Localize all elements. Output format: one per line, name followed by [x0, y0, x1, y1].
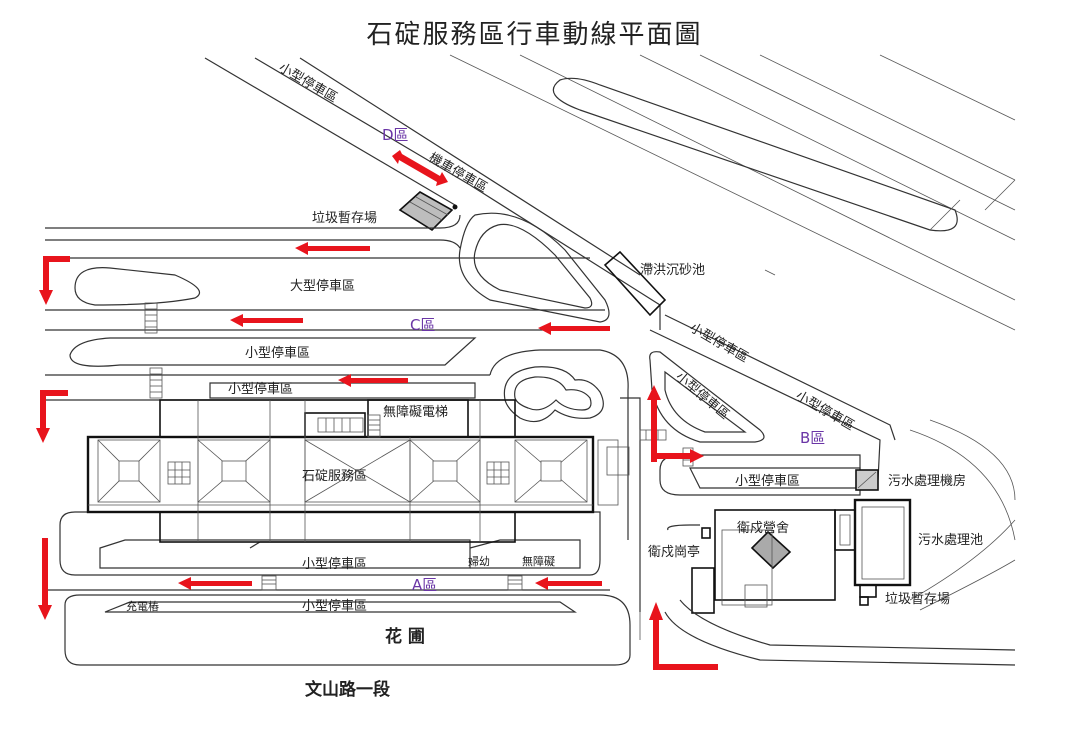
label-guard-post: 衛戍崗亭	[648, 544, 700, 560]
label-service-area: 石碇服務區	[302, 469, 367, 484]
label-small-parking-b2: 小型停車區	[672, 369, 732, 423]
arrow-left-1	[39, 256, 70, 305]
garbage-storage-top	[398, 191, 458, 232]
b-zone	[603, 250, 1016, 666]
label-accessible: 無障礙	[522, 554, 555, 568]
label-guard-barracks: 衛戍營舍	[737, 521, 789, 536]
arrow-right-up	[647, 385, 661, 462]
label-small-parking-b1: 小型停車區	[687, 320, 751, 366]
arrow-top-road	[295, 242, 370, 255]
label-garden: 花 圃	[385, 626, 425, 647]
label-small-parking-c1: 小型停車區	[245, 345, 310, 361]
label-small-parking-c2: 小型停車區	[228, 381, 293, 397]
label-flood-sedimentation: 滯洪沉砂池	[640, 263, 705, 278]
arrow-bottom-right	[649, 602, 718, 670]
label-small-parking-top: 小型停車區	[276, 60, 340, 106]
label-small-parking-a1: 小型停車區	[302, 556, 367, 572]
arrow-d-zone	[392, 150, 448, 186]
label-sewage-machine-room: 污水處理機房	[888, 473, 966, 489]
arrow-left-3	[38, 538, 52, 620]
label-small-parking-b3: 小型停車區	[793, 388, 857, 434]
freeway-lanes	[449, 54, 1016, 331]
label-zone-c: C區	[410, 316, 435, 334]
label-road-name: 文山路一段	[305, 679, 390, 700]
arrow-c-zone-2	[538, 322, 610, 335]
traffic-arrows	[36, 150, 718, 670]
label-accessible-elevator: 無障礙電梯	[383, 405, 448, 420]
arrow-right-turn	[657, 449, 704, 463]
label-sewage-pool: 污水處理池	[918, 533, 983, 548]
label-zone-b: B區	[800, 429, 825, 447]
arrow-c-zone-1	[230, 314, 303, 327]
label-garbage-storage-top: 垃圾暫存場	[312, 211, 377, 226]
label-zone-a: A區	[412, 576, 437, 594]
label-small-parking-a2: 小型停車區	[302, 598, 367, 614]
arrow-a-zone-2	[535, 577, 602, 590]
service-building	[86, 399, 630, 543]
label-garbage-storage-bottom: 垃圾暫存場	[885, 592, 950, 607]
label-small-parking-b4: 小型停車區	[735, 473, 800, 489]
d-zone-strip	[204, 57, 661, 330]
arrow-left-2	[36, 390, 68, 443]
road-network	[45, 212, 694, 666]
arrow-a-zone-1	[178, 577, 252, 590]
label-women-children: 婦幼	[468, 554, 490, 568]
label-charging-post: 充電樁	[126, 599, 159, 613]
map-title: 石碇服務區行車動線平面圖	[366, 20, 703, 50]
arrow-c-zone-3	[338, 374, 408, 387]
label-large-parking: 大型停車區	[290, 278, 355, 294]
label-zone-d: D區	[382, 126, 409, 144]
